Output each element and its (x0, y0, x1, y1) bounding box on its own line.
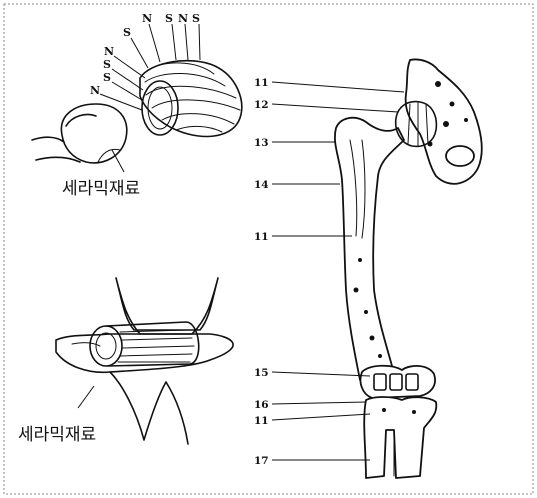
pole-label: N (90, 84, 100, 97)
pole-label: S (103, 71, 111, 84)
ceramic-material-label: 세라믹재료 (18, 425, 96, 445)
callout-11-shaft: 11 (254, 231, 269, 243)
callout-11-hip: 11 (254, 77, 269, 89)
pole-label: S (192, 12, 200, 25)
leg-bone-drawing (272, 59, 482, 478)
ceramic-material-label: 세라믹재료 (62, 179, 140, 199)
pole-label: N (142, 12, 152, 25)
callout-13: 13 (254, 137, 269, 149)
callout-17: 17 (254, 455, 269, 467)
callout-12: 12 (254, 99, 269, 111)
pole-label: S (123, 26, 131, 39)
pole-label: N (178, 12, 188, 25)
ball-head-drawing (32, 104, 127, 172)
callout-16: 16 (254, 399, 269, 411)
magnetic-socket-drawing (100, 24, 242, 136)
callout-15: 15 (254, 367, 269, 379)
pole-label: N (104, 45, 114, 58)
callout-11-knee: 11 (254, 415, 269, 427)
pole-label: S (103, 58, 111, 71)
cylinder-implant-drawing (56, 278, 233, 444)
pole-label: S (165, 12, 173, 25)
callout-14: 14 (254, 179, 269, 191)
